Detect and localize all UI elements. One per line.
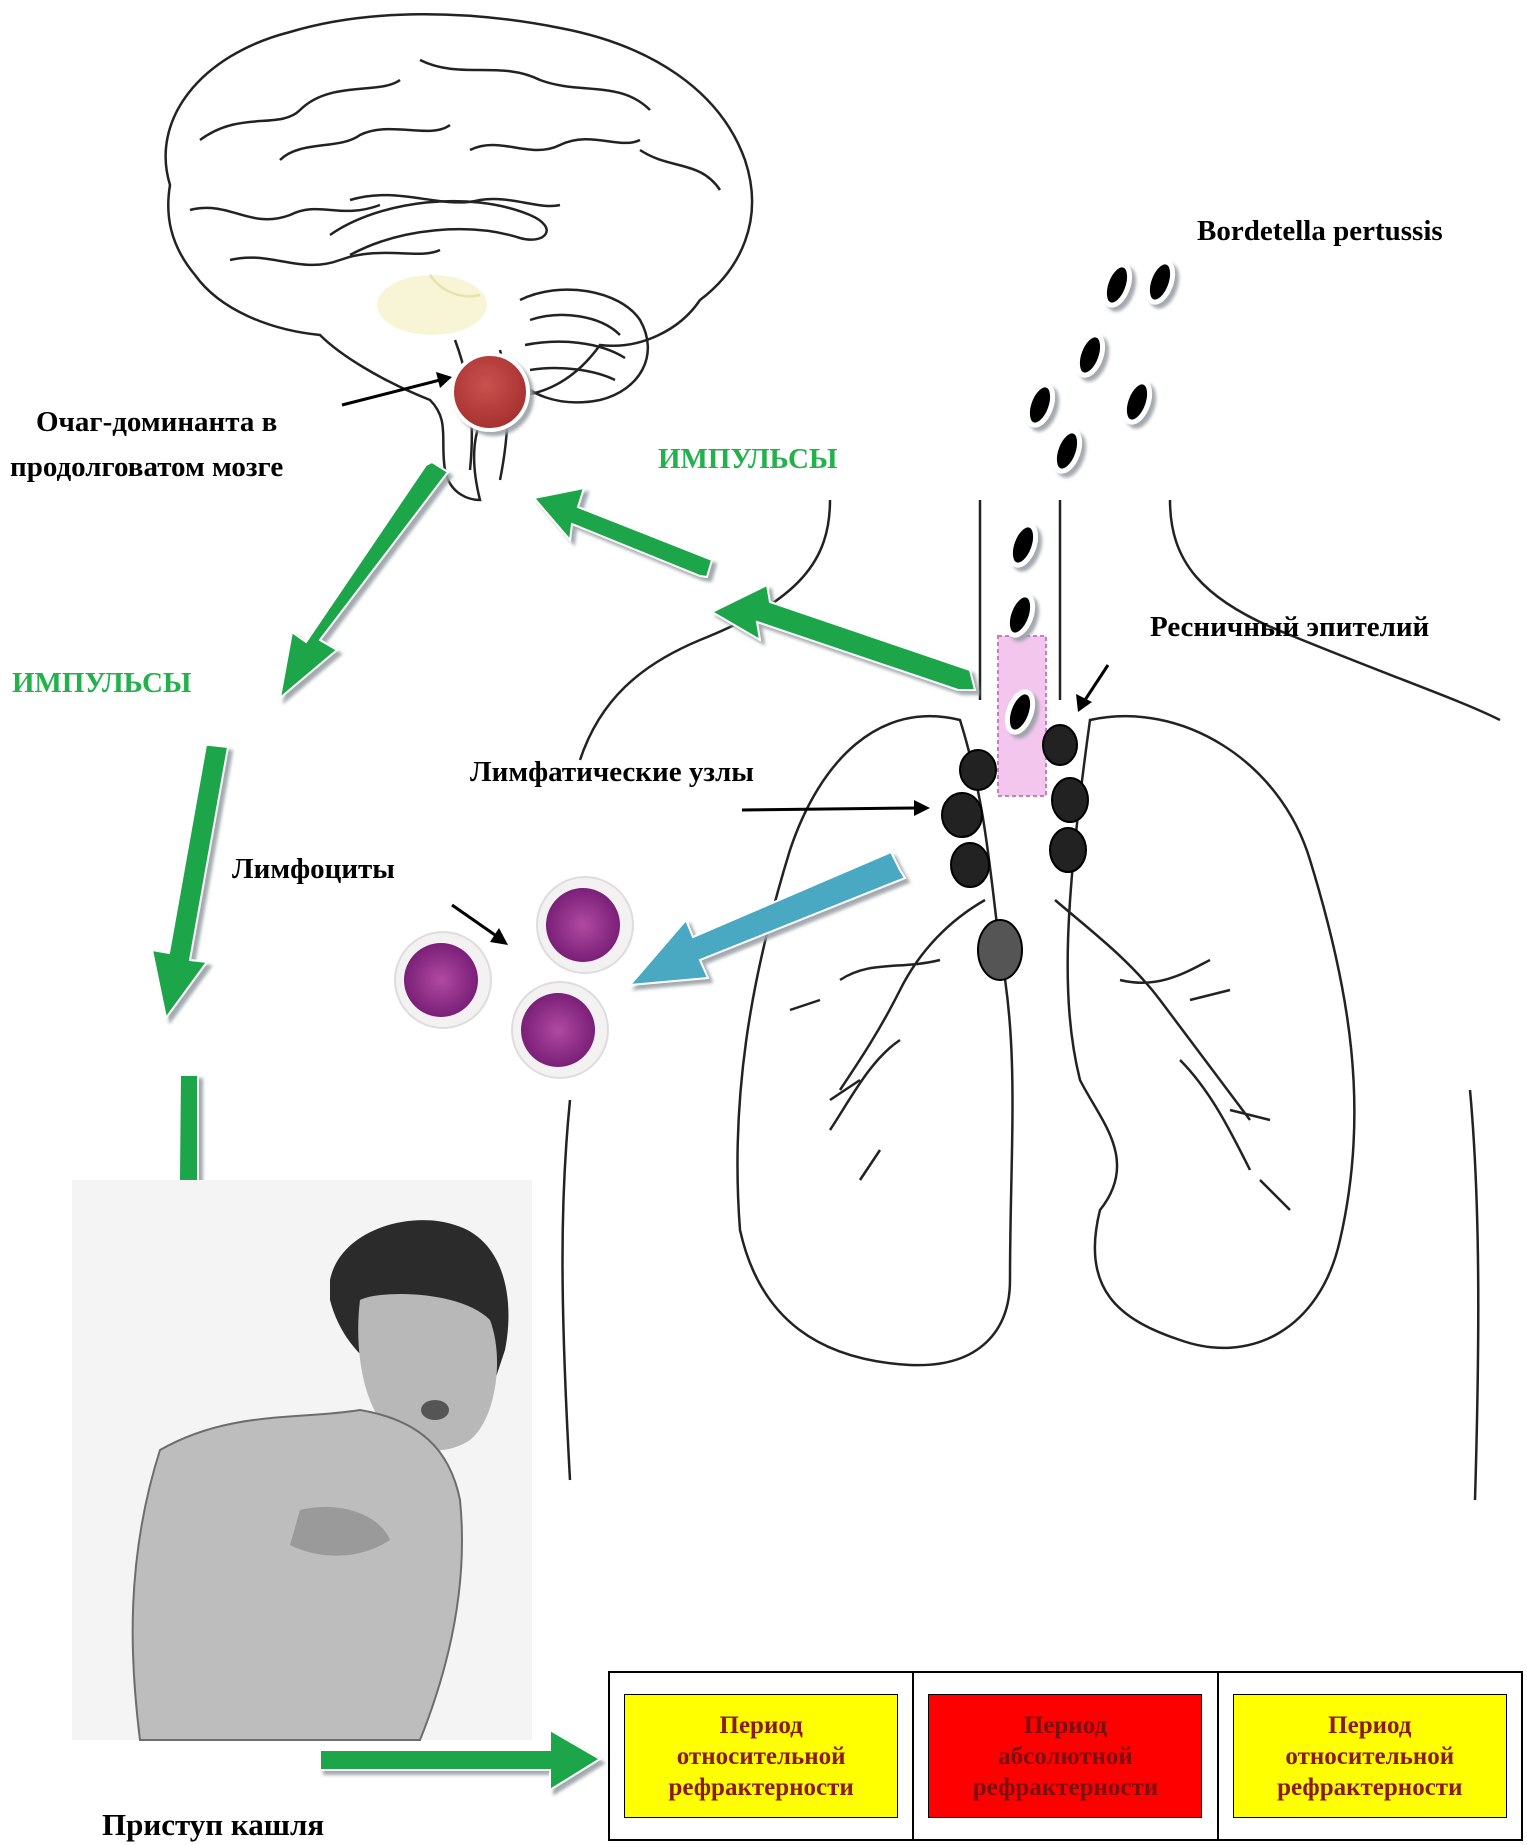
lymphocytes-label: Лимфоциты (232, 850, 395, 888)
relative-refractory-period-2: Период относительной рефрактерности (1233, 1694, 1507, 1818)
impulse-arrow-brain-left (280, 462, 448, 698)
impulses-label-left: ИМПУЛЬСЫ (12, 664, 191, 702)
impulse-arrow-to-brain-upper (534, 488, 712, 577)
lymphocyte-arrow (630, 852, 905, 985)
period-line: абсолютной (998, 1741, 1133, 1772)
focus-label-line2: продолговатом мозге (10, 448, 283, 486)
period-cell: Период относительной рефрактерности (610, 1673, 912, 1839)
bacterium-icon (1119, 379, 1154, 426)
period-cell: Период относительной рефрактерности (1217, 1673, 1521, 1839)
impulses-label-top: ИМПУЛЬСЫ (658, 440, 837, 478)
cough-attack-label: Приступ кашля (102, 1806, 324, 1844)
bacterium-icon (1022, 382, 1057, 429)
bacterium-icon (1002, 592, 1037, 639)
period-line: Период (720, 1710, 803, 1741)
bacterium-icon (1099, 262, 1134, 309)
bacterium-icon (1049, 428, 1084, 475)
period-line: рефрактерности (1277, 1772, 1462, 1803)
refractory-periods-table: Период относительной рефрактерности Пери… (608, 1671, 1523, 1841)
impulse-arrow-left-down (152, 745, 228, 1018)
lymphocytes-pointer-arrow (452, 905, 495, 935)
impulse-arrow-to-brain-lower (712, 585, 975, 690)
period-line: относительной (1285, 1741, 1454, 1772)
period-line: Период (1328, 1710, 1411, 1741)
lymph-nodes-label: Лимфатические узлы (470, 753, 754, 791)
midbrain-highlight (377, 275, 487, 335)
focus-label-line1: Очаг-доминанта в (36, 403, 277, 441)
period-cell: Период абсолютной рефрактерности (912, 1673, 1216, 1839)
absolute-refractory-period: Период абсолютной рефрактерности (928, 1694, 1202, 1818)
bacterium-icon (1005, 522, 1040, 569)
ciliated-epithelium-label: Ресничный эпителий (1150, 608, 1429, 646)
period-line: рефрактерности (668, 1772, 853, 1803)
bacterium-icon (1142, 259, 1177, 306)
bacterium-icon (1072, 332, 1107, 379)
period-line: рефрактерности (973, 1772, 1158, 1803)
lymphocytes (395, 877, 633, 1078)
bacterium-label: Bordetella pertussis (1197, 212, 1443, 250)
lymph-nodes-pointer-arrow (742, 808, 915, 810)
coughing-child-illustration (72, 1180, 532, 1740)
dominant-focus-icon (452, 354, 528, 430)
relative-refractory-period-1: Период относительной рефрактерности (624, 1694, 898, 1818)
epithelium-pointer-arrow (1085, 665, 1108, 700)
period-line: Период (1024, 1710, 1107, 1741)
period-line: относительной (677, 1741, 846, 1772)
